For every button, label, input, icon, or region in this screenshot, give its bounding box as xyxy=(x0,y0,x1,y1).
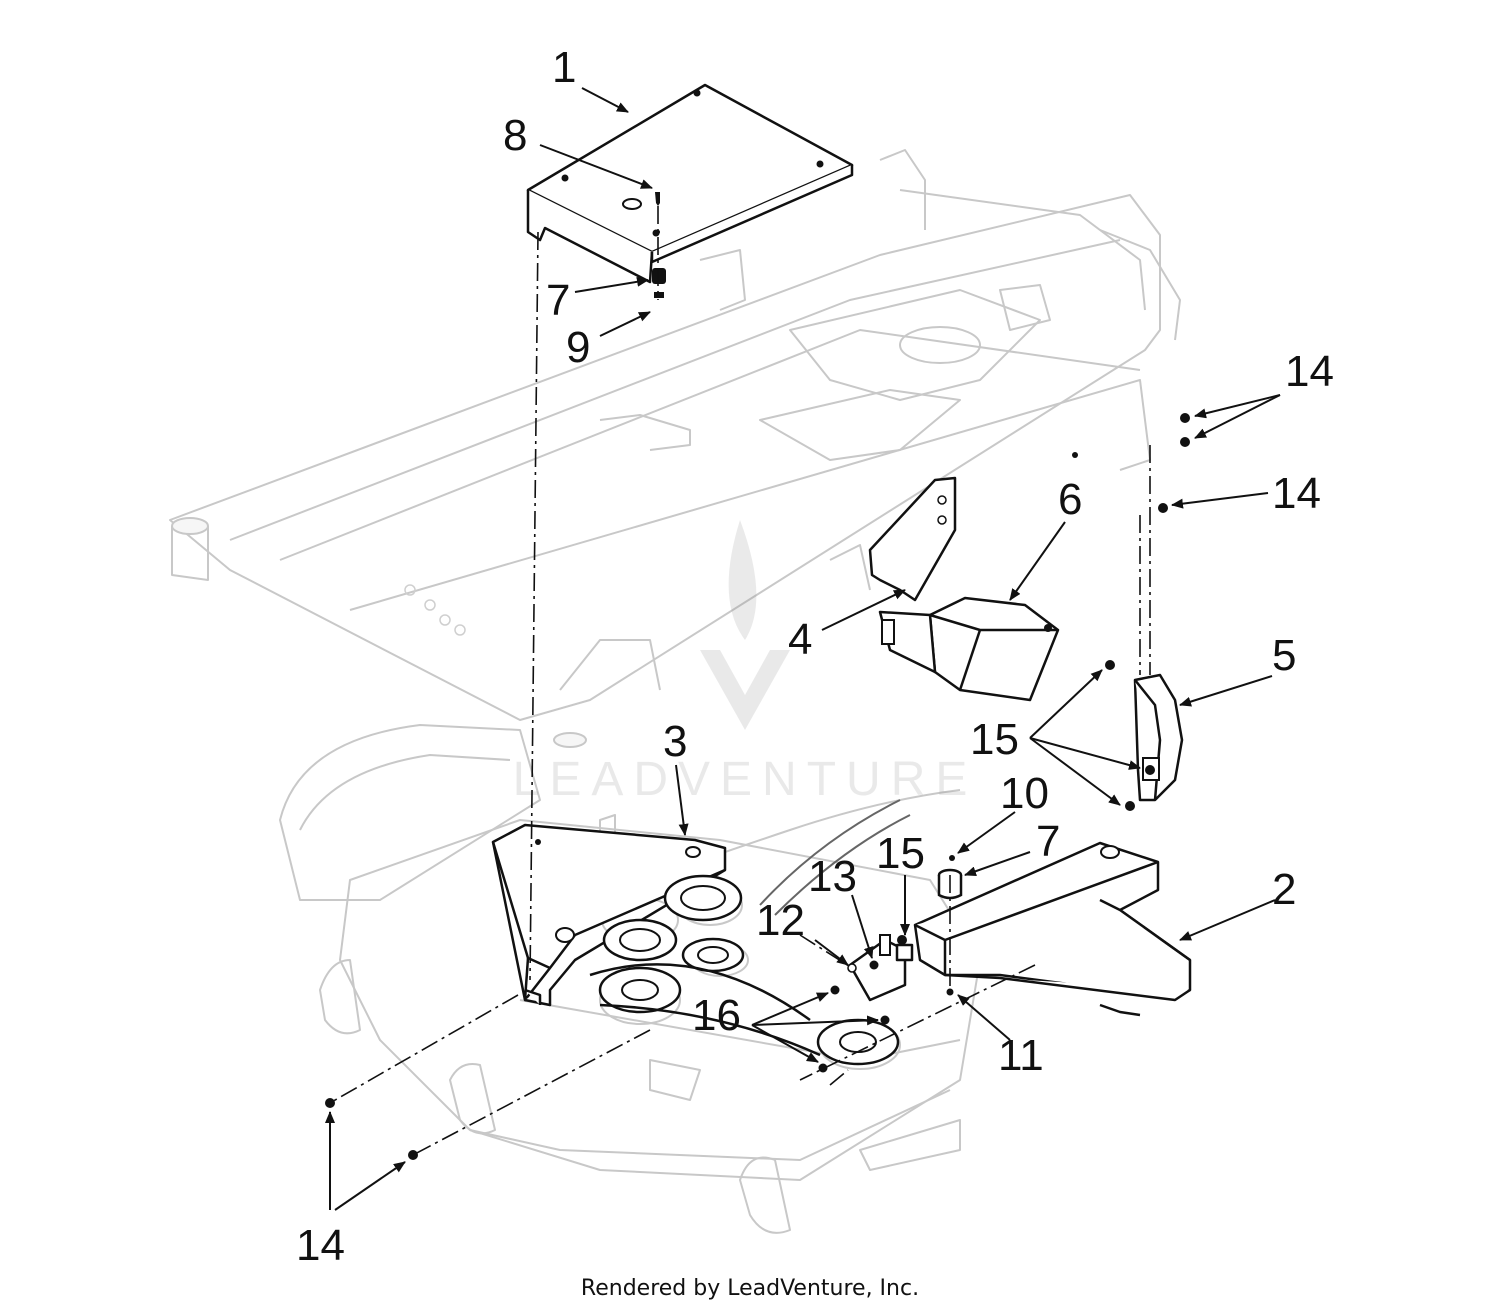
part-5-side-bracket xyxy=(1133,673,1184,802)
callout-7-top: 7 xyxy=(546,276,570,325)
tractor-frame-outline xyxy=(169,149,1181,748)
callout-10: 10 xyxy=(1000,769,1049,818)
idler-arm-assembly xyxy=(848,934,914,1002)
alignment-lines xyxy=(329,206,1151,1156)
part-7-spacer-top xyxy=(652,268,666,298)
callout-15-right: 15 xyxy=(970,715,1019,764)
part-3-left-deck-cover xyxy=(491,823,727,1007)
callout-1: 1 xyxy=(552,43,576,92)
callout-7-right: 7 xyxy=(1036,817,1060,866)
part-1-cover-plate xyxy=(526,83,854,284)
callout-2: 2 xyxy=(1272,865,1296,914)
part-4-bracket xyxy=(868,476,957,602)
callout-12: 12 xyxy=(756,896,805,945)
callout-3: 3 xyxy=(663,717,687,766)
callout-14-middle: 14 xyxy=(1272,469,1321,518)
callout-4: 4 xyxy=(788,615,812,664)
leader-lines xyxy=(325,87,1281,1211)
rendered-by-footer: Rendered by LeadVenture, Inc. xyxy=(580,1276,920,1301)
watermark-text: LEADVENTURE xyxy=(513,753,978,806)
callout-13: 13 xyxy=(808,852,857,901)
callout-16: 16 xyxy=(692,991,741,1040)
callout-14-lower: 14 xyxy=(296,1221,345,1270)
callout-14-upper: 14 xyxy=(1285,347,1334,396)
part-2-right-deck-cover xyxy=(913,841,1192,1017)
callout-labels: 1 8 7 9 14 14 6 4 5 15 3 10 7 15 13 2 12… xyxy=(296,43,1334,1270)
callout-15-center: 15 xyxy=(876,829,925,878)
watermark: LEADVENTURE xyxy=(513,520,978,806)
callout-6: 6 xyxy=(1058,475,1082,524)
callout-5: 5 xyxy=(1272,631,1296,680)
deck-pulleys xyxy=(589,799,911,1066)
callout-9: 9 xyxy=(566,323,590,372)
fasteners xyxy=(325,192,1190,1160)
part-6-belt-shield xyxy=(878,596,1060,702)
callout-11: 11 xyxy=(998,1031,1044,1080)
callout-8: 8 xyxy=(503,111,527,160)
